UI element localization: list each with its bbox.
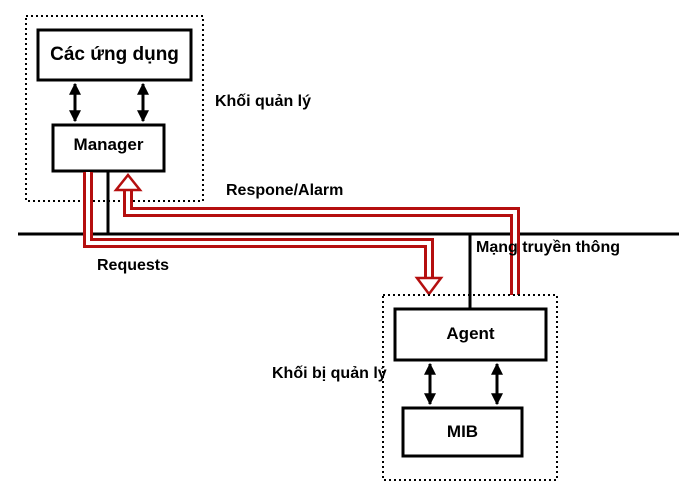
mib-label: MIB [446, 422, 479, 441]
agent-box [393, 307, 548, 362]
applications-label: Các ứng dụng [50, 44, 179, 65]
response-arrowhead [113, 172, 143, 192]
response-alarm-label: Respone/Alarm [226, 182, 344, 199]
managed-block-container [382, 294, 558, 481]
managing-block-label: Khối quản lý [215, 93, 311, 110]
manager-label: Manager [73, 135, 144, 154]
requests-label: Requests [97, 257, 170, 274]
manager-box [51, 123, 166, 173]
applications-box [36, 28, 193, 82]
agent-label: Agent [446, 324, 495, 343]
mib-box [401, 406, 524, 458]
managing-block-container [25, 15, 204, 202]
managed-block-label: Khối bị quản lý [272, 365, 387, 382]
network-label: Mạng truyền thông [476, 239, 620, 256]
requests-arrowhead [414, 276, 444, 297]
